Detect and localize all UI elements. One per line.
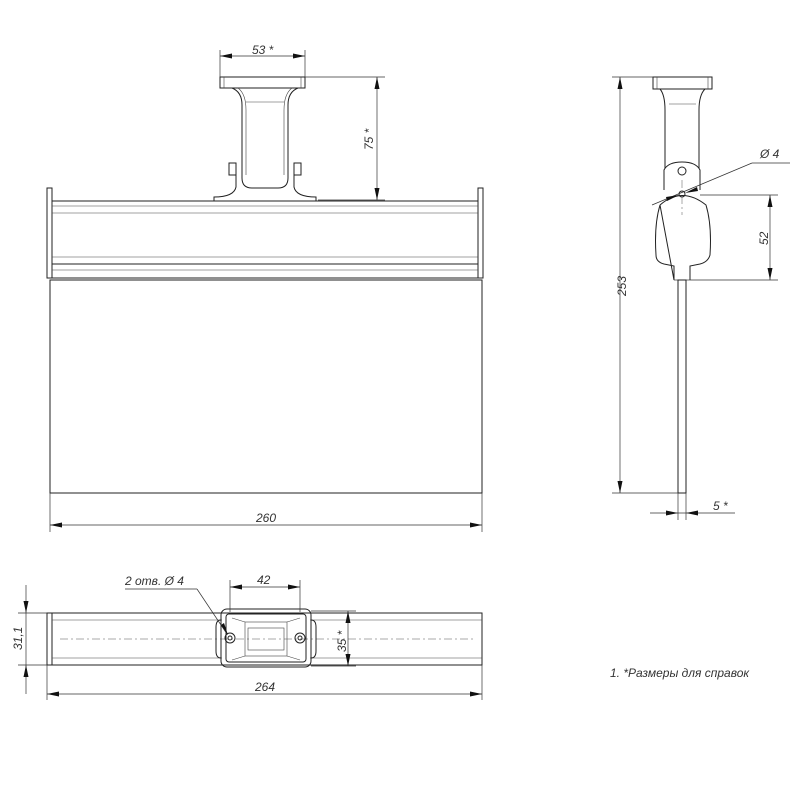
dimension-thickness: 5 * xyxy=(650,493,735,520)
mounting-plate xyxy=(652,76,713,90)
svg-text:2 отв. Ø 4: 2 отв. Ø 4 xyxy=(124,574,184,588)
note-reference-dimensions: 1. *Размеры для справок xyxy=(610,666,750,680)
dimension-length: 264 xyxy=(46,665,483,700)
dimension-depth: 31,1 xyxy=(11,585,47,694)
mounting-bracket xyxy=(213,76,317,202)
svg-text:260: 260 xyxy=(255,511,276,525)
svg-text:Ø 4: Ø 4 xyxy=(759,147,780,161)
svg-text:35 *: 35 * xyxy=(335,630,349,652)
dimension-hole-spacing: 42 xyxy=(229,573,301,612)
side-view: 253 Ø 4 52 5 * xyxy=(612,76,790,520)
holes-leader: 2 отв. Ø 4 xyxy=(124,574,228,635)
luminaire-housing xyxy=(46,187,484,279)
svg-text:264: 264 xyxy=(254,680,275,694)
dimension-head-height: 52 xyxy=(690,194,778,281)
housing-bottom xyxy=(46,612,483,666)
sign-panel-edge xyxy=(677,279,687,494)
svg-text:52: 52 xyxy=(757,231,771,245)
front-view: 53 * 75 * 260 xyxy=(46,43,484,532)
svg-text:253: 253 xyxy=(615,276,629,297)
bottom-view: 31,1 42 2 отв. Ø 4 35 * 264 xyxy=(11,573,483,700)
dimension-width: 260 xyxy=(49,493,483,532)
dimension-hole: Ø 4 xyxy=(651,147,790,206)
svg-text:31,1: 31,1 xyxy=(11,627,25,650)
svg-text:42: 42 xyxy=(257,573,271,587)
nut xyxy=(677,166,687,176)
svg-text:53 *: 53 * xyxy=(252,43,274,57)
svg-text:75 *: 75 * xyxy=(362,128,376,150)
dimension-total-height: 253 xyxy=(612,76,678,494)
dimension-bracket-depth: 35 * xyxy=(311,610,356,667)
dimension-bracket-width: 53 * xyxy=(219,43,306,77)
hole-right xyxy=(294,632,306,644)
dimension-bracket-height: 75 * xyxy=(305,76,385,201)
bracket-base xyxy=(215,608,317,668)
svg-text:5 *: 5 * xyxy=(713,499,728,513)
hole-left xyxy=(224,632,236,644)
sign-panel xyxy=(49,279,483,494)
